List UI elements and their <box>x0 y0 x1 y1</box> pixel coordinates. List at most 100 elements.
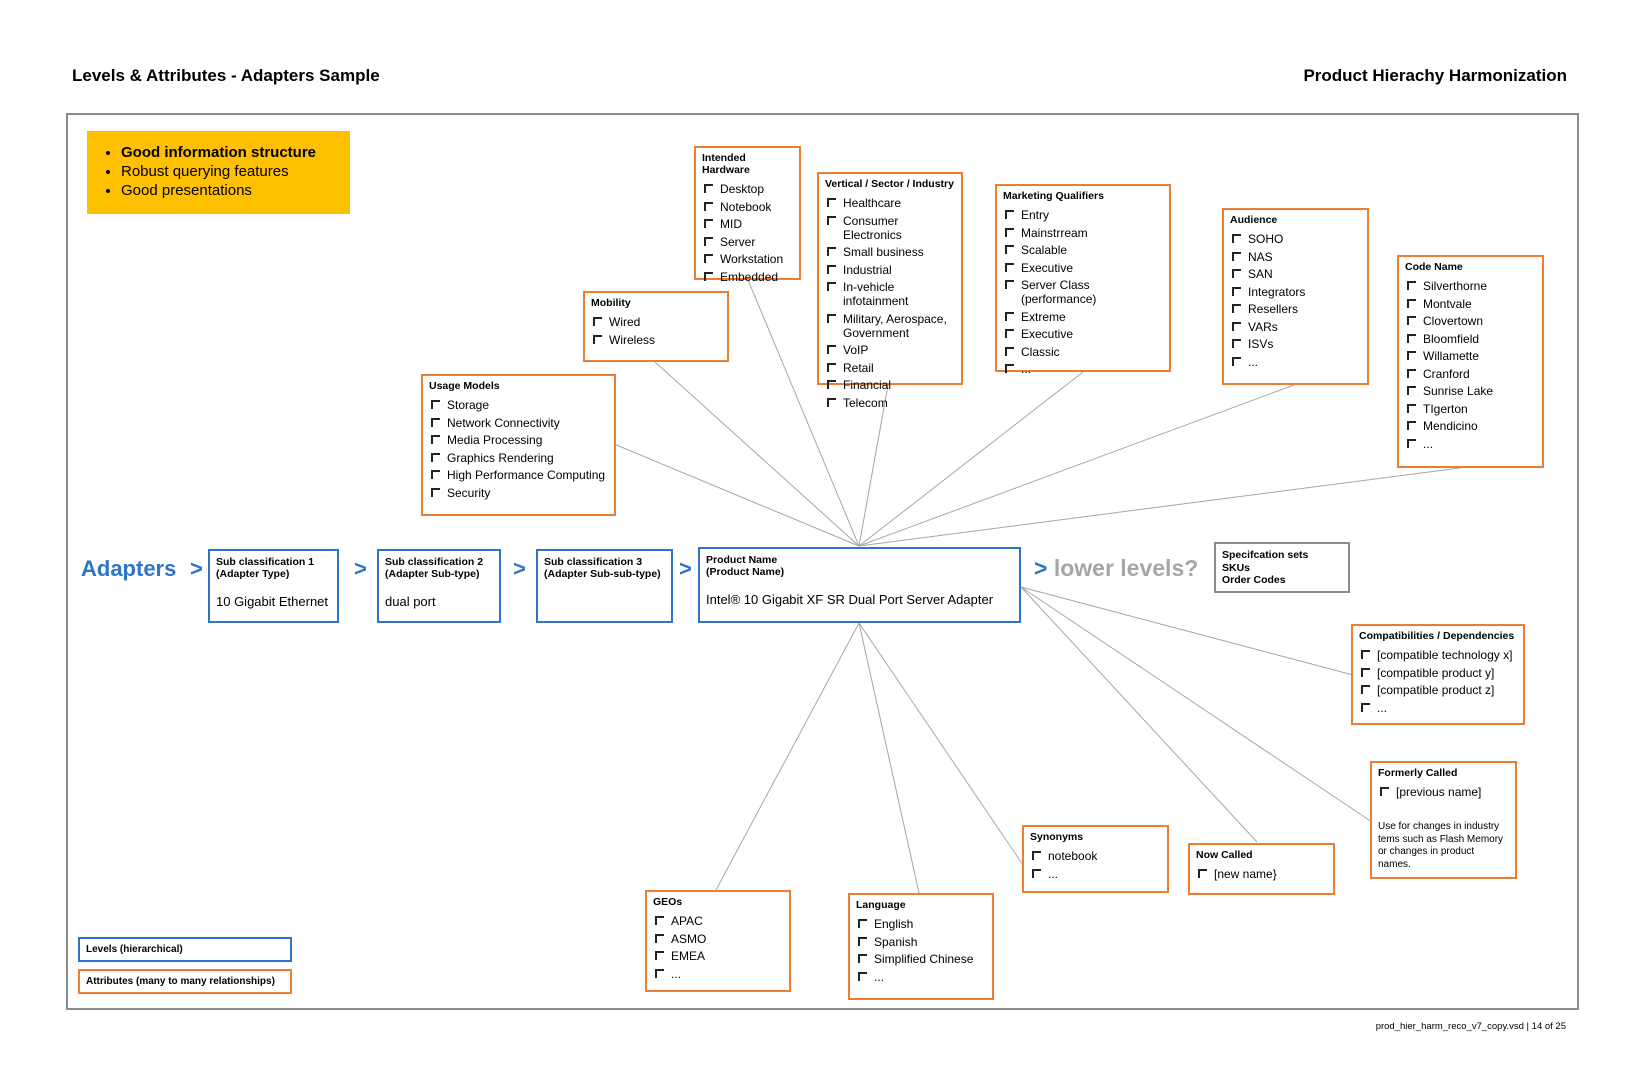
attribute-item-label: Server Class (performance) <box>1021 278 1097 306</box>
checkbox-icon[interactable] <box>1005 311 1014 321</box>
checkbox-icon[interactable] <box>827 362 836 372</box>
attribute-item-label: Clovertown <box>1423 314 1484 328</box>
checkbox-icon[interactable] <box>431 452 440 462</box>
attribute-item: Clovertown <box>1405 314 1536 328</box>
checkbox-icon[interactable] <box>1361 667 1370 677</box>
checkbox-icon[interactable] <box>593 317 602 326</box>
legend-attributes: Attributes (many to many relationships) <box>78 969 292 994</box>
checkbox-icon[interactable] <box>704 271 713 281</box>
checkbox-icon[interactable] <box>827 198 836 207</box>
checkbox-icon[interactable] <box>655 933 664 943</box>
attribute-item: Mendicino <box>1405 419 1536 433</box>
attribute-item: Retail <box>825 361 955 375</box>
checkbox-icon[interactable] <box>431 470 440 479</box>
attribute-item-label: ... <box>1021 362 1032 376</box>
checkbox-icon[interactable] <box>704 184 713 193</box>
attribute-item-label: Media Processing <box>447 433 543 447</box>
checkbox-icon[interactable] <box>858 936 867 946</box>
checkbox-icon[interactable] <box>704 236 713 246</box>
attribute-item-label: VoIP <box>843 343 869 357</box>
attribute-item: ... <box>1230 355 1361 369</box>
checkbox-icon[interactable] <box>593 334 602 344</box>
checkbox-icon[interactable] <box>858 971 867 981</box>
checkbox-icon[interactable] <box>1005 262 1014 272</box>
checkbox-icon[interactable] <box>1232 356 1241 366</box>
checkbox-icon[interactable] <box>655 951 664 960</box>
attribute-item: Military, Aerospace, Government <box>825 312 955 340</box>
attribute-item-label: [compatible product z] <box>1377 683 1495 697</box>
attribute-list: [compatible technology x][compatible pro… <box>1359 648 1517 715</box>
checkbox-icon[interactable] <box>1198 869 1207 878</box>
level-sub2-value: dual port <box>385 594 436 609</box>
checkbox-icon[interactable] <box>431 417 440 427</box>
checkbox-icon[interactable] <box>1005 245 1014 254</box>
checkbox-icon[interactable] <box>1232 234 1241 243</box>
attribute-item: APAC <box>653 914 783 928</box>
checkbox-icon[interactable] <box>1005 329 1014 338</box>
checkbox-icon[interactable] <box>1005 280 1014 289</box>
checkbox-icon[interactable] <box>1005 364 1014 373</box>
checkbox-icon[interactable] <box>1380 787 1389 796</box>
checkbox-icon[interactable] <box>1407 298 1416 308</box>
checkbox-icon[interactable] <box>858 919 867 928</box>
checkbox-icon[interactable] <box>1407 316 1416 325</box>
checkbox-icon[interactable] <box>1232 339 1241 348</box>
attribute-item-label: ... <box>1048 866 1059 881</box>
checkbox-icon[interactable] <box>1032 851 1041 860</box>
attribute-item-label: ... <box>874 969 885 984</box>
checkbox-icon[interactable] <box>704 201 713 211</box>
checkbox-icon[interactable] <box>827 380 836 389</box>
checkbox-icon[interactable] <box>1407 403 1416 413</box>
checkbox-icon[interactable] <box>1232 321 1241 331</box>
attribute-item: Small business <box>825 245 955 259</box>
attribute-item: Server Class (performance) <box>1003 278 1163 306</box>
checkbox-icon[interactable] <box>827 247 836 256</box>
checkbox-icon[interactable] <box>431 400 440 409</box>
attribute-item: Sunrise Lake <box>1405 384 1536 398</box>
attribute-item-label: Willamette <box>1423 349 1480 363</box>
checkbox-icon[interactable] <box>704 254 713 263</box>
checkbox-icon[interactable] <box>1361 702 1370 712</box>
checkbox-icon[interactable] <box>1407 281 1416 290</box>
attribute-item-label: Telecom <box>843 395 888 410</box>
checkbox-icon[interactable] <box>1407 421 1416 430</box>
attribute-item-label: In-vehicle infotainment <box>843 280 909 308</box>
attribute-item: Mainstrream <box>1003 226 1163 240</box>
checkbox-icon[interactable] <box>704 219 713 228</box>
checkbox-icon[interactable] <box>1005 210 1014 219</box>
attribute-item-label: Embedded <box>720 269 779 284</box>
level-sub2: Sub classification 2(Adapter Sub-type) d… <box>377 549 501 623</box>
checkbox-icon[interactable] <box>827 313 836 323</box>
attribute-item: High Performance Computing <box>429 468 608 482</box>
checkbox-icon[interactable] <box>1407 351 1416 360</box>
checkbox-icon[interactable] <box>1407 438 1416 448</box>
checkbox-icon[interactable] <box>431 487 440 497</box>
checkbox-icon[interactable] <box>1361 650 1370 659</box>
attribute-item-label: Consumer Electronics <box>843 213 902 242</box>
checkbox-icon[interactable] <box>827 264 836 274</box>
checkbox-icon[interactable] <box>1407 368 1416 378</box>
checkbox-icon[interactable] <box>827 215 836 225</box>
checkbox-icon[interactable] <box>1232 286 1241 296</box>
checkbox-icon[interactable] <box>1232 251 1241 261</box>
checkbox-icon[interactable] <box>1005 227 1014 237</box>
checkbox-icon[interactable] <box>1361 685 1370 694</box>
checkbox-icon[interactable] <box>655 916 664 925</box>
checkbox-icon[interactable] <box>655 968 664 978</box>
checkbox-icon[interactable] <box>1032 868 1041 878</box>
checkbox-icon[interactable] <box>1005 346 1014 356</box>
checkbox-icon[interactable] <box>1407 386 1416 395</box>
checkbox-icon[interactable] <box>431 435 440 444</box>
checkbox-icon[interactable] <box>1232 304 1241 313</box>
checkbox-icon[interactable] <box>827 345 836 354</box>
checkbox-icon[interactable] <box>1232 269 1241 278</box>
checkbox-icon[interactable] <box>827 282 836 291</box>
attribute-item-label: Military, Aerospace, Government <box>843 311 947 340</box>
checkbox-icon[interactable] <box>827 397 836 407</box>
checkbox-icon[interactable] <box>1407 333 1416 343</box>
attribute-item: EMEA <box>653 949 783 963</box>
checkbox-icon[interactable] <box>858 954 867 963</box>
attribute-item-label: TIgerton <box>1423 401 1468 416</box>
